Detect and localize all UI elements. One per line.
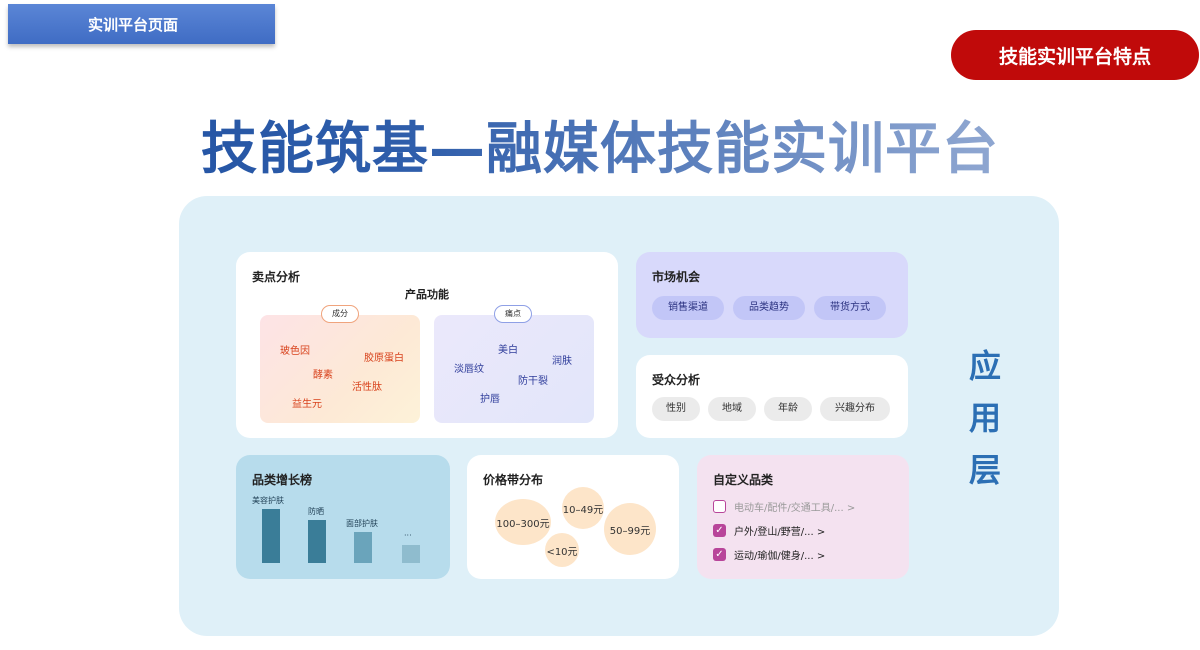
chip-category-trend[interactable]: 品类趋势 — [733, 296, 805, 320]
category-row[interactable]: ✓ 运动/瑜伽/健身/... > — [713, 546, 825, 562]
ingredient-word: 玻色因 — [280, 346, 310, 357]
growth-title: 品类增长榜 — [252, 473, 313, 487]
page-title: 技能筑基—融媒体技能实训平台 — [0, 112, 1200, 188]
page-tab[interactable]: 实训平台页面 — [8, 4, 275, 44]
pain-points-badge: 痛点 — [494, 305, 532, 323]
chip-gender[interactable]: 性别 — [652, 397, 700, 421]
layer-char: 用 — [968, 399, 1001, 437]
ingredient-word: 益生元 — [292, 399, 322, 410]
growth-bar-label: 面部护肤 — [346, 519, 378, 528]
feature-badge: 技能实训平台特点 — [951, 30, 1199, 80]
custom-title: 自定义品类 — [713, 473, 774, 487]
chip-age[interactable]: 年龄 — [764, 397, 812, 421]
chip-selling-method[interactable]: 带货方式 — [814, 296, 886, 320]
feature-badge-label: 技能实训平台特点 — [998, 45, 1151, 68]
price-bubble: 50–99元 — [604, 503, 656, 555]
category-row[interactable]: 电动车/配件/交通工具/... > — [713, 498, 855, 514]
pain-point-word: 润肤 — [552, 356, 572, 367]
layer-char: 应 — [968, 347, 1001, 385]
selling-points-title: 卖点分析 — [252, 270, 301, 284]
chip-region[interactable]: 地域 — [708, 397, 756, 421]
checkbox-unchecked[interactable] — [713, 499, 726, 513]
layer-char: 层 — [968, 451, 1001, 489]
custom-category-card[interactable]: 自定义品类 电动车/配件/交通工具/... > ✓ 户外/登山/野营/... >… — [697, 455, 909, 579]
selling-points-card[interactable]: 卖点分析 产品功能 玻色因 胶原蛋白 酵素 活性肽 益生元 美白 润肤 淡唇纹 … — [236, 252, 618, 438]
growth-bar — [308, 520, 326, 563]
growth-bar — [262, 509, 280, 563]
page-tab-label: 实训平台页面 — [88, 15, 179, 34]
ingredient-word: 酵素 — [313, 370, 333, 381]
growth-bar-label: 防晒 — [308, 507, 324, 516]
pain-points-box: 美白 润肤 淡唇纹 防干裂 护唇 — [434, 315, 594, 423]
checkbox-checked[interactable]: ✓ — [713, 547, 726, 561]
product-function-subtitle: 产品功能 — [405, 288, 449, 301]
price-bubble: 10–49元 — [562, 487, 604, 529]
price-bubble: 100–300元 — [495, 499, 551, 545]
market-title: 市场机会 — [652, 270, 701, 284]
layer-label: 应 用 层 — [965, 340, 1005, 496]
audience-title: 受众分析 — [652, 373, 701, 387]
checkbox-checked[interactable]: ✓ — [713, 523, 726, 537]
ingredient-word: 活性肽 — [352, 382, 382, 393]
price-title: 价格带分布 — [483, 473, 544, 487]
category-label: 户外/登山/野营/... > — [734, 526, 826, 538]
audience-analysis-card[interactable]: 受众分析 性别 地域 年龄 兴趣分布 — [636, 355, 908, 438]
ingredients-badge: 成分 — [321, 305, 359, 323]
market-opportunity-card[interactable]: 市场机会 销售渠道 品类趋势 带货方式 — [636, 252, 908, 338]
pain-point-word: 护唇 — [480, 394, 500, 405]
category-growth-card[interactable]: 品类增长榜 美容护肤防晒面部护肤 ··· — [236, 455, 450, 579]
ingredient-word: 胶原蛋白 — [364, 353, 404, 364]
growth-bar-label: ··· — [404, 531, 412, 540]
growth-bar — [402, 545, 420, 563]
chip-interest[interactable]: 兴趣分布 — [820, 397, 890, 421]
category-row[interactable]: ✓ 户外/登山/野营/... > — [713, 522, 825, 538]
pain-point-word: 防干裂 — [518, 376, 548, 387]
category-label: 电动车/配件/交通工具/... > — [734, 502, 856, 514]
pain-point-word: 淡唇纹 — [454, 364, 484, 375]
growth-bar-label: 美容护肤 — [252, 496, 284, 505]
growth-bar — [354, 532, 372, 563]
price-bubble: <10元 — [545, 533, 579, 567]
price-band-card[interactable]: 价格带分布 10–49元 100–300元 50–99元 <10元 — [467, 455, 679, 579]
chip-sales-channel[interactable]: 销售渠道 — [652, 296, 724, 320]
category-label: 运动/瑜伽/健身/... > — [734, 550, 826, 562]
pain-point-word: 美白 — [498, 345, 518, 356]
ingredients-box: 玻色因 胶原蛋白 酵素 活性肽 益生元 — [260, 315, 420, 423]
